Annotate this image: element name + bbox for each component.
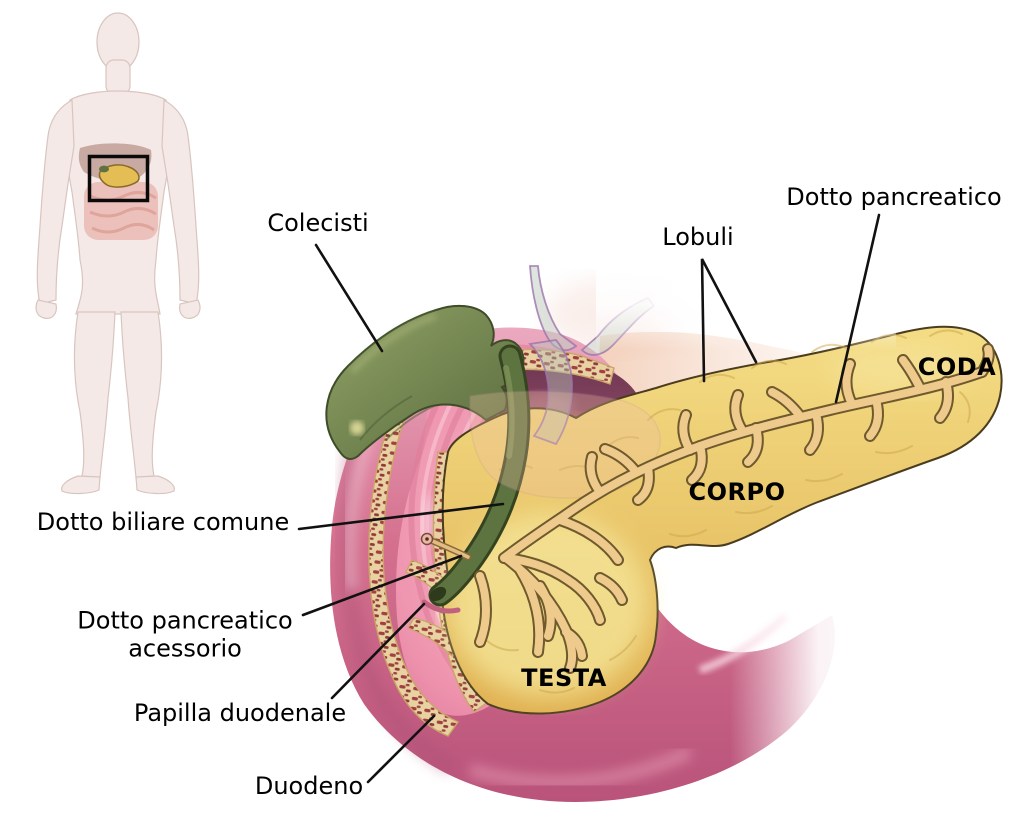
leader-dotto-pancreatico: [834, 213, 881, 404]
label-papilla-duodenale: Papilla duodenale: [133, 699, 347, 728]
inset-left-leg: [73, 311, 116, 479]
label-colecisti: Colecisti: [267, 209, 369, 238]
leader-lobuli: [700, 258, 758, 383]
leader-lines: [297, 213, 881, 784]
leader-duodeno: [366, 714, 436, 784]
inset-right-arm: [161, 98, 200, 305]
label-dotto-pancreatico: Dotto pancreatico: [786, 183, 1002, 212]
right-fade: [730, 548, 890, 778]
accessory-duct: [420, 532, 472, 561]
label-duodeno: Duodeno: [254, 772, 364, 801]
leader-acessorio: [301, 554, 463, 617]
inset-right-leg: [120, 311, 163, 479]
label-acessorio-line1: Dotto pancreatico: [77, 606, 293, 635]
translucent-film: [469, 390, 661, 499]
inset-highlight-box: [87, 154, 150, 203]
inset-left-arm: [36, 98, 75, 305]
inset-gallbladder: [99, 165, 109, 173]
label-testa: TESTA: [521, 664, 607, 693]
label-coda: CODA: [917, 353, 997, 382]
label-corpo: CORPO: [688, 478, 786, 507]
label-acessorio-line2: acessorio: [128, 634, 242, 662]
leader-dotto-biliare: [297, 502, 505, 531]
gallbladder: [325, 304, 525, 460]
leader-papilla: [330, 602, 426, 700]
leader-colecisti: [314, 243, 384, 353]
label-dotto-biliare-comune: Dotto biliare comune: [36, 508, 290, 537]
body-inset: [35, 12, 201, 495]
label-lobuli: Lobuli: [662, 223, 734, 252]
inset-pancreas: [98, 164, 140, 188]
label-dotto-pancreatico-acessorio: Dotto pancreatico acessorio: [77, 607, 292, 662]
common-bile-duct: [421, 344, 531, 614]
